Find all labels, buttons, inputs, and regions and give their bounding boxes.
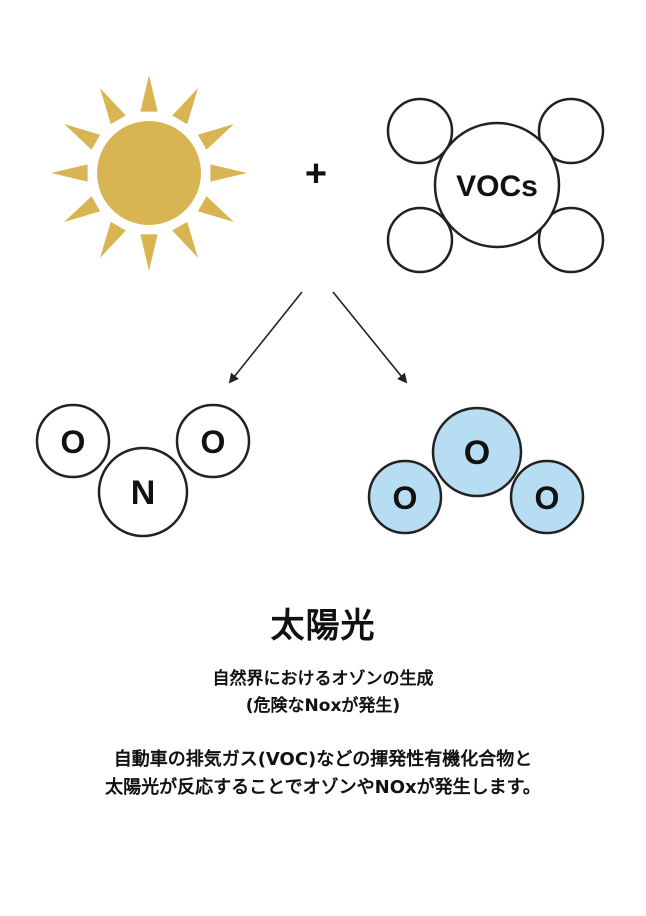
sun-ray xyxy=(172,221,198,258)
vocs-small-atom-top-right xyxy=(537,97,605,165)
sun-ray xyxy=(100,221,126,258)
sun-ray xyxy=(64,196,101,222)
no2-molecule-icon xyxy=(35,403,251,538)
vocs-small-atom-bottom-right xyxy=(537,206,605,274)
ozone-atom-top xyxy=(431,406,523,498)
description-line-1: 自動車の排気ガス(VOC)などの揮発性有機化合物と xyxy=(113,749,533,770)
ozone-label-o-top: O xyxy=(464,434,490,472)
sun-ray xyxy=(210,164,247,182)
no2-oxygen-atom-right xyxy=(175,403,251,479)
sun-ray xyxy=(51,164,88,182)
sun-ray xyxy=(140,75,158,112)
sun-ray xyxy=(100,88,126,125)
no2-nitrogen-atom xyxy=(97,446,189,538)
ozone-label-o-left: O xyxy=(393,480,418,516)
arrow-icon-right xyxy=(332,291,408,384)
vocs-small-atom-bottom-left xyxy=(386,206,454,274)
sun-ray xyxy=(64,124,101,150)
no2-label-o-right: O xyxy=(201,424,226,460)
arrow-icon-left xyxy=(228,291,303,384)
ozone-atom-right xyxy=(509,459,585,535)
sun-icon xyxy=(51,75,247,271)
sun-ray xyxy=(197,124,234,150)
subtitle-line-2: (危険なNoxが発生) xyxy=(245,696,401,716)
ozone-label-o-right: O xyxy=(535,480,560,516)
sun-ray xyxy=(197,196,234,222)
subtitle: 自然界におけるオゾンの生成 (危険なNoxが発生) xyxy=(0,666,646,720)
vocs-label: VOCs xyxy=(456,170,538,203)
ozone-atom-left xyxy=(367,459,443,535)
ozone-molecule-icon xyxy=(367,406,585,535)
no2-oxygen-atom-left xyxy=(35,403,111,479)
sun-ray xyxy=(140,234,158,271)
vocs-small-atom-top-left xyxy=(386,97,454,165)
no2-label-n: N xyxy=(131,474,156,512)
description: 自動車の排気ガス(VOC)などの揮発性有機化合物と 太陽光が反応することでオゾン… xyxy=(0,746,646,802)
diagram: + VOCs O O N O O O xyxy=(35,75,605,538)
subtitle-line-1: 自然界におけるオゾンの生成 xyxy=(212,669,434,689)
vocs-molecule-icon xyxy=(386,97,605,274)
vocs-center-atom xyxy=(433,121,561,249)
no2-label-o-left: O xyxy=(61,424,86,460)
plus-sign: + xyxy=(305,153,327,195)
description-line-2: 太陽光が反応することでオゾンやNOxが発生します。 xyxy=(105,777,541,798)
page-title: 太陽光 xyxy=(270,606,376,646)
sun-ray xyxy=(172,88,198,125)
